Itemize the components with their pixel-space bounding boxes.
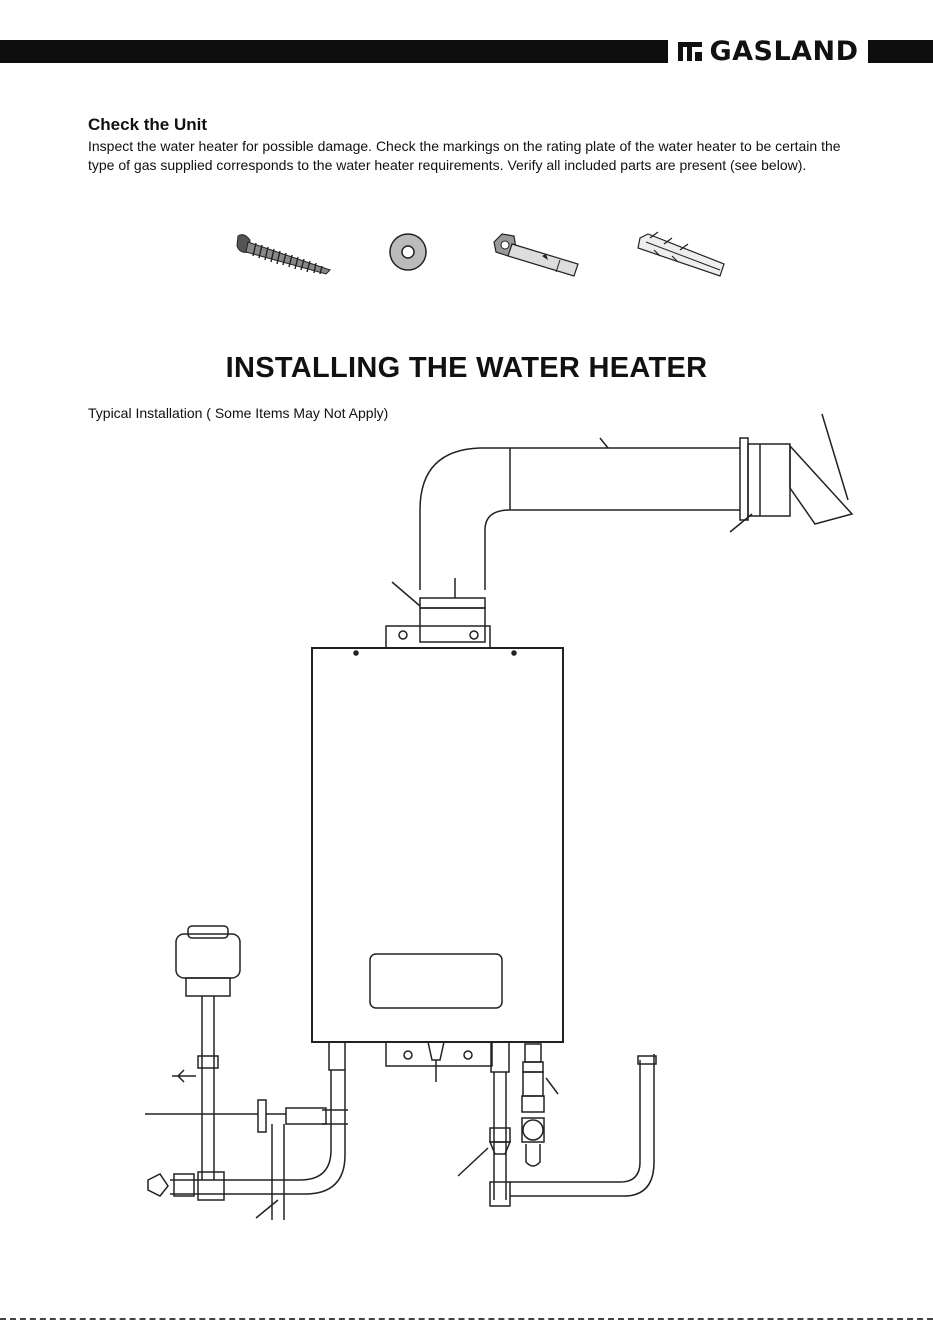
check-unit-title: Check the Unit (88, 115, 208, 134)
check-unit-body: Inspect the water heater for possible da… (88, 138, 841, 173)
expansion-bolt-icon (490, 228, 586, 285)
gasland-logo-icon (677, 40, 703, 62)
brand-name: GASLAND (709, 35, 859, 67)
installation-diagram (0, 410, 933, 1230)
washer-icon (386, 230, 430, 279)
included-parts (228, 220, 748, 290)
installing-heading: INSTALLING THE WATER HEATER (225, 352, 708, 384)
installation-caption: Typical Installation ( Some Items May No… (88, 405, 389, 421)
screw-icon (234, 230, 334, 283)
brand-logo: GASLAND (668, 34, 868, 68)
wall-anchor-icon (634, 228, 730, 285)
page-footer-divider (0, 1318, 933, 1320)
